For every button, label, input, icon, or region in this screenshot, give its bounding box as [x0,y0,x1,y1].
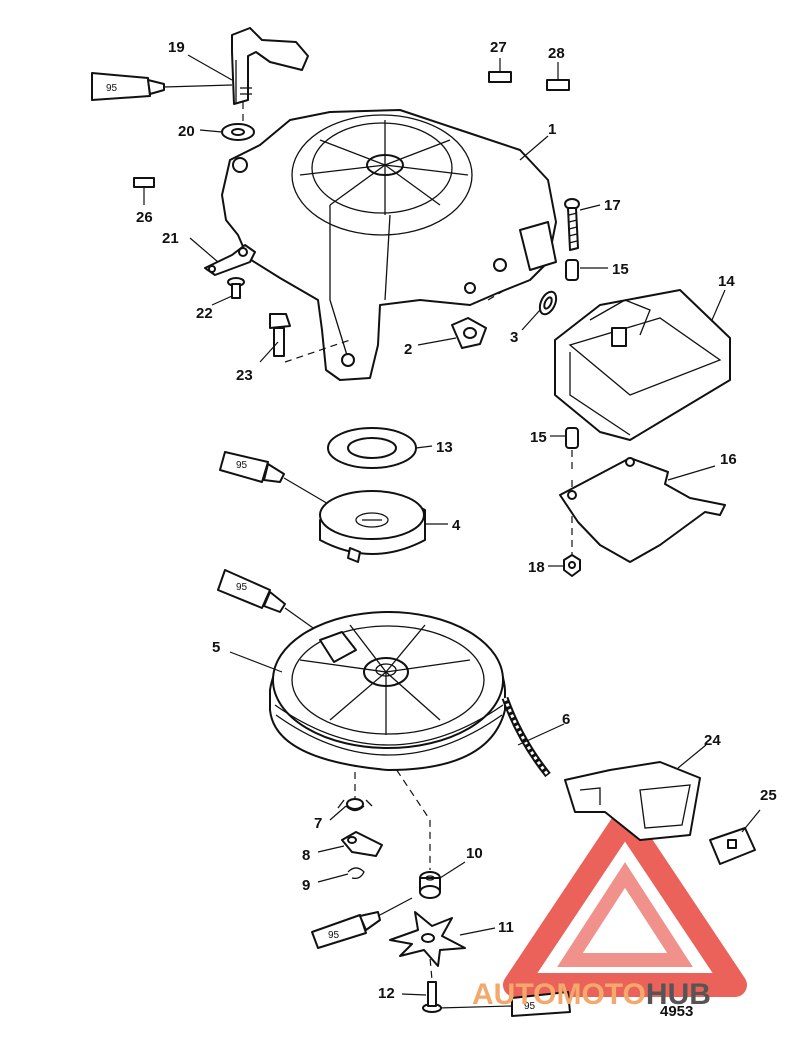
assembly-line-2 [487,289,506,301]
part-15-spacer-lower [565,427,579,449]
callout-27: 27 [490,39,507,56]
watermark-text-moto: MOTO [556,978,645,1011]
callout-20: 20 [178,123,195,140]
part-15-spacer-upper [565,259,579,281]
part-10-bushing [419,871,441,899]
part-2-bushing [451,317,487,349]
callout-6: 6 [562,711,570,728]
part-20-washer [221,123,255,141]
part-19-lever-shaft [231,27,309,105]
callout-7: 7 [314,815,322,832]
part-23-screw [269,313,291,357]
part-6-starter-rope [501,696,551,778]
part-7-spring [337,798,373,812]
watermark-text-hub: HUB [646,978,711,1011]
part-28-label-tag [546,79,570,91]
callout-leaders [143,54,761,996]
part-22-bolt [227,277,245,299]
watermark-logo [503,808,747,997]
sealant-label-5: 95 [524,1001,536,1012]
part-25-rope-clip [709,827,756,865]
part-27-label-tag [488,71,512,83]
callout-4: 4 [452,517,461,534]
callout-11: 11 [498,919,514,936]
sealant-label-4: 95 [328,930,340,941]
callout-28: 28 [548,45,565,62]
sealant-tube-1: 95 [91,72,233,101]
part-13-washer [327,427,417,469]
part-12-bolt [422,981,442,1013]
callout-2: 2 [404,341,412,358]
callout-18: 18 [528,559,545,576]
part-4-spring-cup [319,490,426,563]
callout-12: 12 [378,985,395,1002]
watermark-text: AUTOMOTOHUB [472,978,711,1011]
watermark-text-auto: AUTO [472,978,556,1011]
callout-3: 3 [510,329,518,346]
callout-1: 1 [548,121,556,138]
callout-24: 24 [704,732,721,749]
callout-14: 14 [718,273,735,290]
part-24-starter-handle [564,761,701,841]
callout-5: 5 [212,639,220,656]
part-5-rewind-pulley [269,611,506,771]
part-18-nut [563,554,581,577]
callout-25: 25 [760,787,777,804]
part-11-drive-plate [389,911,466,967]
sealant-label-1: 95 [106,83,118,94]
part-9-retaining-clip [347,867,365,880]
callout-numbers: 19 20 26 27 28 1 17 15 21 22 23 2 3 14 1… [136,39,777,1002]
part-21-bracket [204,244,256,276]
sealant-tube-2: 95 [219,451,331,506]
part-14-switch-housing [554,289,731,441]
sealant-label-3: 95 [236,582,248,593]
callout-21: 21 [162,230,179,247]
part-16-bracket-plate [559,457,726,563]
callout-8: 8 [302,847,310,864]
callout-23: 23 [236,367,253,384]
sealant-tube-4: 95 [311,897,413,949]
callout-15-upper: 15 [612,261,629,278]
callout-13: 13 [436,439,453,456]
part-3-washer [538,290,558,316]
callout-22: 22 [196,305,213,322]
assembly-line-10 [389,759,431,870]
callout-19: 19 [168,39,185,56]
assembly-line-12 [427,934,433,981]
callout-15-lower: 15 [530,429,547,446]
sealant-tube-5: 95 [437,991,571,1017]
callout-10: 10 [466,845,483,862]
part-8-pawl [341,831,383,857]
part-1-starter-housing [221,109,557,381]
callout-16: 16 [720,451,737,468]
figure-number: 4953 [660,1003,693,1020]
part-17-screw [564,198,580,251]
callout-9: 9 [302,877,310,894]
callout-26: 26 [136,209,153,226]
part-26-label-tag [133,177,155,188]
callout-17: 17 [604,197,621,214]
sealant-label-2: 95 [236,460,248,471]
